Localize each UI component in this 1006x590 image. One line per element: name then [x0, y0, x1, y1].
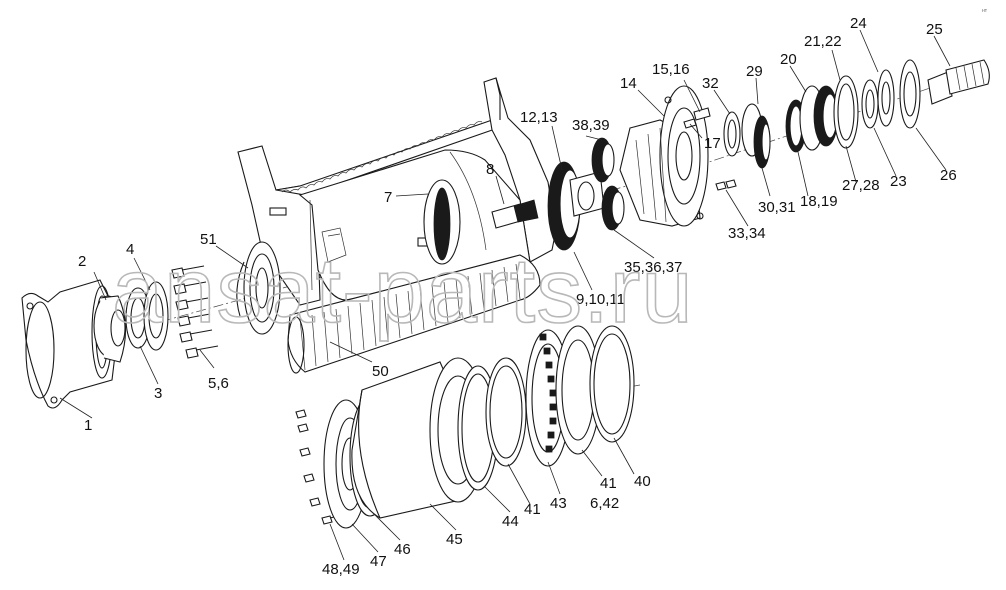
callout-33-34: 33,34: [728, 225, 766, 242]
part-8-shaft: [491, 199, 539, 229]
callout-5-6: 5,6: [208, 375, 229, 392]
callout-17: 17: [704, 135, 721, 152]
callout-43: 43: [550, 495, 567, 512]
callout-12-13: 12,13: [520, 109, 558, 126]
callout-41-right: 41: [600, 475, 617, 492]
part-9-13-gear-assembly: [547, 161, 605, 251]
part-1-flange: [21, 279, 119, 409]
part-18-19-seal: [785, 99, 807, 153]
callout-8: 8: [486, 161, 494, 178]
part-23-26-washers: [861, 59, 921, 129]
callout-35-36-37: 35,36,37: [624, 259, 682, 276]
corner-mark: нт: [982, 8, 988, 14]
part-32-ring: [723, 111, 741, 157]
callout-24: 24: [850, 15, 867, 32]
part-20-28-clutch-pack: [799, 75, 859, 151]
callout-23: 23: [890, 173, 907, 190]
part-5-6-bolts: [171, 265, 219, 359]
callout-7: 7: [384, 189, 392, 206]
part-33-34-bolts: [715, 179, 737, 191]
callout-labels: 1 2 3 4 5,6 7 8 9,10,11 12,13 14 15,16 1…: [78, 15, 957, 578]
part-2-bearing: [93, 295, 127, 363]
callout-21-22: 21,22: [804, 33, 842, 50]
callout-4: 4: [126, 241, 134, 258]
part-29-31-gear: [741, 103, 771, 169]
callout-47: 47: [370, 553, 387, 570]
callout-51: 51: [200, 231, 217, 248]
watermark: ansat-parts.ru: [112, 240, 694, 342]
callout-20: 20: [780, 51, 797, 68]
callout-30-31: 30,31: [758, 199, 796, 216]
callout-1: 1: [84, 417, 92, 434]
callout-40: 40: [634, 473, 651, 490]
callout-26: 26: [940, 167, 957, 184]
part-25-splined-shaft: [927, 59, 990, 105]
callout-48-49: 48,49: [322, 561, 360, 578]
callout-14: 14: [620, 75, 637, 92]
part-51-flange: [236, 241, 281, 335]
callout-25: 25: [926, 21, 943, 38]
part-48-49-screws: [295, 409, 347, 525]
callout-29: 29: [746, 63, 763, 80]
part-14-gearbox-housing: [619, 85, 709, 227]
callout-15-16: 15,16: [652, 61, 690, 78]
callout-44: 44: [502, 513, 519, 530]
callout-18-19: 18,19: [800, 193, 838, 210]
callout-3: 3: [154, 385, 162, 402]
callout-9-10-11: 9,10,11: [576, 291, 625, 308]
callout-38-39: 38,39: [572, 117, 610, 134]
callout-41-left: 41: [524, 501, 541, 518]
part-40-42-rings: [555, 325, 635, 455]
part-41-ring-left: [485, 357, 527, 467]
callout-45: 45: [446, 531, 463, 548]
leader-lines: [59, 29, 951, 561]
part-38-39-planet-gears: [591, 137, 625, 231]
winch-frame: [237, 77, 557, 306]
part-50-grooved-drum: [287, 254, 541, 374]
callout-6-42: 6,42: [590, 495, 619, 512]
callout-50: 50: [372, 363, 389, 380]
callout-2: 2: [78, 253, 86, 270]
callout-27-28: 27,28: [842, 177, 880, 194]
callout-46: 46: [394, 541, 411, 558]
part-7-ring: [423, 179, 461, 265]
callout-32: 32: [702, 75, 719, 92]
part-3-4-rings: [125, 281, 169, 351]
part-15-17-pins: [683, 107, 711, 129]
